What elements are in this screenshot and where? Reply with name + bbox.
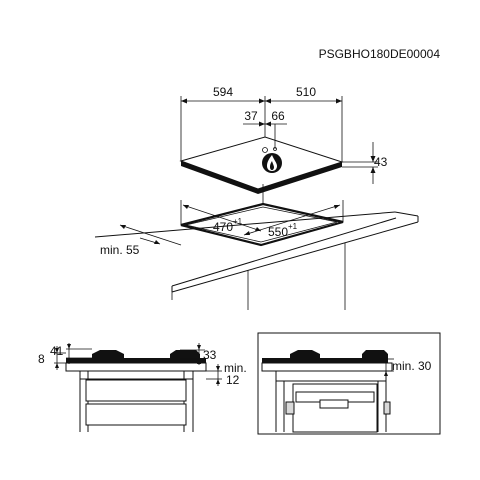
dimension-width: 594 bbox=[180, 85, 343, 162]
side-view-left: 8 41 33 min. 12 bbox=[38, 343, 247, 432]
dimension-min-12: min. 12 bbox=[206, 361, 247, 387]
dim-min-12-value: 12 bbox=[226, 373, 240, 387]
dimension-cutout-width: 550 +1 bbox=[243, 200, 344, 239]
hob-appliance bbox=[179, 136, 344, 194]
dimension-wall-distance: min. 55 bbox=[100, 224, 182, 257]
dim-wall-distance-label: min. 55 bbox=[100, 243, 140, 257]
worktop bbox=[94, 211, 419, 310]
dim-41-label: 41 bbox=[50, 344, 64, 358]
dim-min-30-label: min. 30 bbox=[392, 359, 432, 373]
dimension-height: 43 bbox=[342, 142, 388, 184]
dim-cutout-depth-tolerance: +1 bbox=[233, 217, 243, 226]
dim-offset-right-label: 66 bbox=[271, 109, 285, 123]
dimension-cutout-depth: 470 +1 bbox=[180, 184, 264, 234]
dimension-left-41: 41 bbox=[50, 343, 92, 364]
dim-offset-left-label: 37 bbox=[244, 109, 258, 123]
dim-min-label: min. bbox=[224, 361, 247, 375]
dimension-depth: 510 bbox=[265, 85, 342, 104]
dimension-right-33: 33 bbox=[180, 343, 217, 365]
detail-frame bbox=[257, 332, 441, 435]
dimension-left-8: 8 bbox=[38, 346, 66, 370]
dim-depth-label: 510 bbox=[296, 85, 316, 99]
dim-cutout-depth-label: 470 bbox=[213, 220, 233, 234]
dimension-gas-offset: 37 66 bbox=[243, 109, 287, 149]
cabinet-right bbox=[261, 362, 393, 433]
dim-cutout-width-tolerance: +1 bbox=[288, 222, 298, 231]
reference-code: PSGBHO180DE00004 bbox=[319, 47, 441, 61]
gas-inlet-marker bbox=[262, 147, 268, 153]
dim-width-label: 594 bbox=[213, 85, 233, 99]
dim-cutout-width-label: 550 bbox=[268, 225, 288, 239]
hob-perspective-view: 594 510 37 66 43 bbox=[94, 85, 419, 310]
worktop-cutout bbox=[180, 202, 344, 247]
dim-height-label: 43 bbox=[374, 155, 388, 169]
dim-33-label: 33 bbox=[203, 348, 217, 362]
side-view-right: min. 30 bbox=[257, 332, 441, 435]
dim-8-label: 8 bbox=[38, 352, 45, 366]
cabinet-left bbox=[65, 362, 207, 432]
dimension-min-30: min. 30 bbox=[380, 352, 432, 378]
